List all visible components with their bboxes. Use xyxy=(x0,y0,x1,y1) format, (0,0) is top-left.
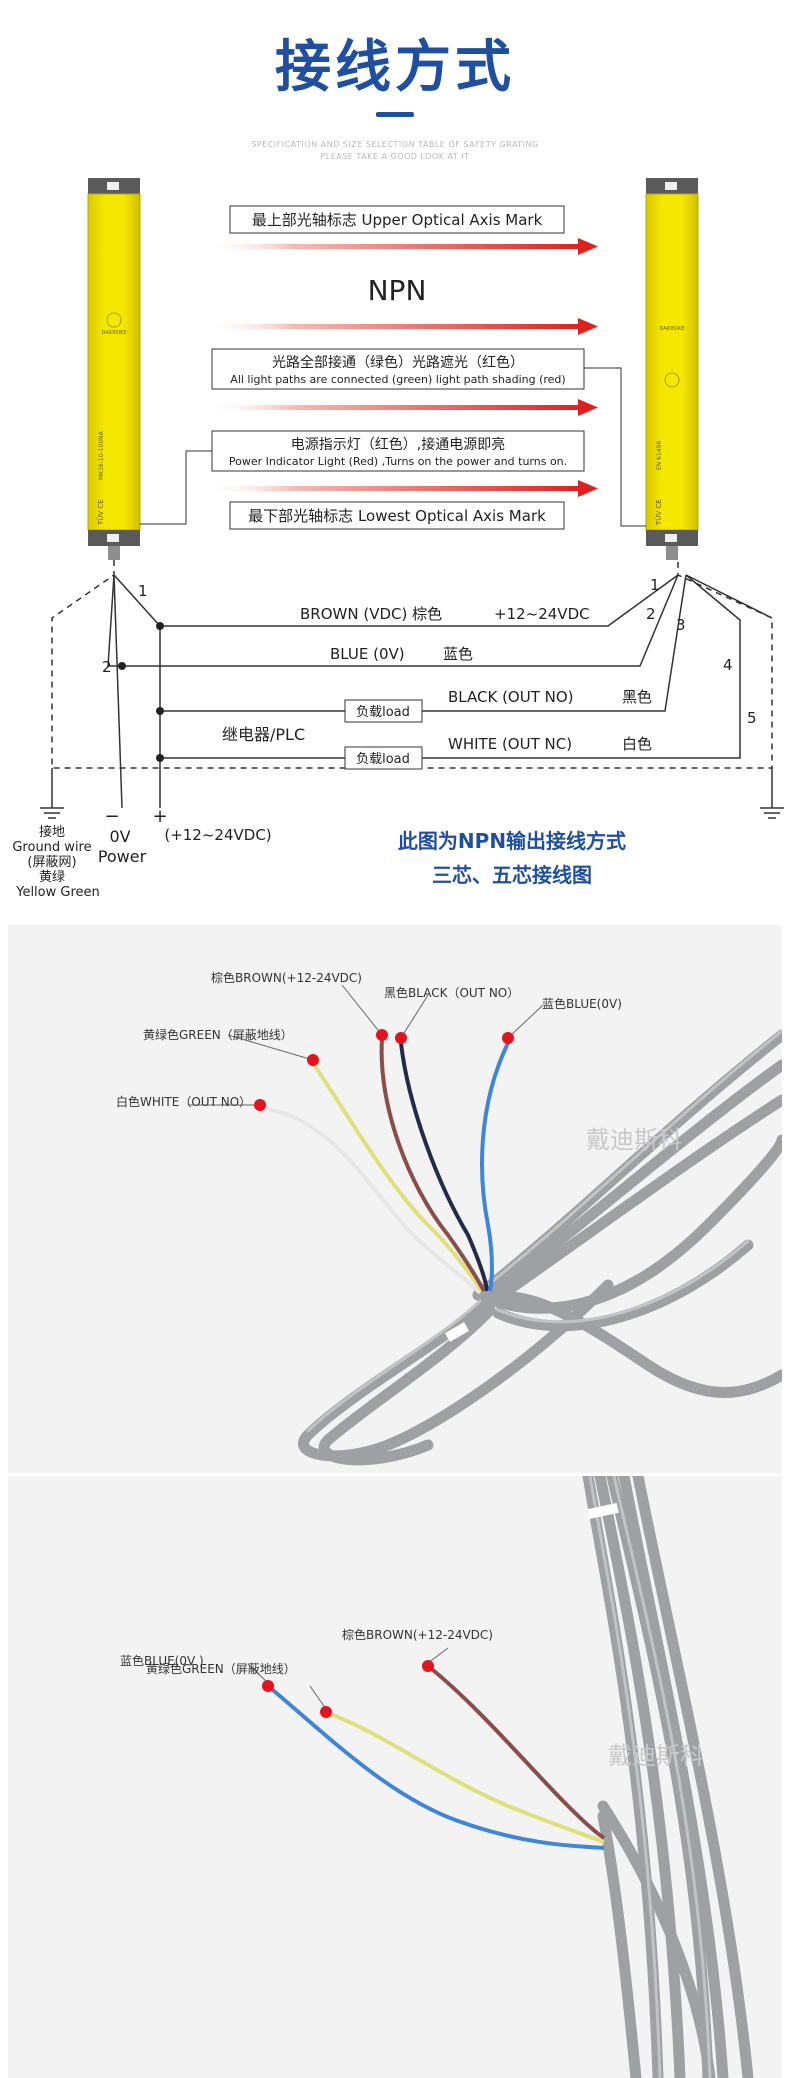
lowest-mark-box: 最下部光轴标志 Lowest Optical Axis Mark xyxy=(229,501,565,530)
left-wire-num-2: 2 xyxy=(102,658,112,676)
right-sensor-brand: DAIDISIKE xyxy=(659,326,684,332)
photo2-blue-label: 蓝色BLUE(0V ) xyxy=(120,1654,204,1668)
right-sensor-marks: TÜV CE xyxy=(654,499,663,526)
arrow-1 xyxy=(200,238,598,255)
title-underline xyxy=(376,112,414,117)
plus-label: + xyxy=(152,806,167,827)
arrow-3 xyxy=(200,399,598,416)
left-sensor: DAIDISIKE MK16-10-100NA TÜV CE xyxy=(87,178,141,560)
page-title: 接线方式 xyxy=(275,35,515,100)
arrow-4 xyxy=(200,480,598,497)
photo2-brown-label: 棕色BROWN(+12-24VDC) xyxy=(342,1628,493,1642)
right-sensor: DAIDISIKE EN 61496 TÜV CE xyxy=(645,178,699,560)
light-arrows xyxy=(200,238,598,497)
shield-cn: (屏蔽网) xyxy=(27,855,76,870)
plus-range-label: (+12~24VDC) xyxy=(164,826,271,844)
light-path-leader xyxy=(584,367,646,527)
power-indicator-cn: 电源指示灯（红色）,接通电源即亮 xyxy=(291,436,505,453)
gray-cable-bundle-2 xyxy=(582,1476,754,2078)
ground-cn: 接地 xyxy=(39,824,65,840)
caption-line-2: 三芯、五芯接线图 xyxy=(432,863,592,887)
brown-wire-label: BROWN (VDC) 棕色 xyxy=(300,605,442,623)
upper-mark-box: 最上部光轴标志 Upper Optical Axis Mark xyxy=(229,205,565,234)
wire-markers xyxy=(254,1029,514,1111)
power-indicator-box: 电源指示灯（红色）,接通电源即亮 Power Indicator Light (… xyxy=(211,430,585,472)
five-core-cable-illustration xyxy=(8,925,782,1473)
wire-markers-2 xyxy=(262,1660,434,1718)
load-label-2: 负载load xyxy=(356,752,410,767)
npn-label: NPN xyxy=(368,274,427,307)
ground-symbol-right xyxy=(760,768,784,819)
light-path-en: All light paths are connected (green) li… xyxy=(230,373,565,386)
five-core-cable-photo: 棕色BROWN(+12-24VDC) 黑色BLACK（OUT NO） 蓝色BLU… xyxy=(8,925,782,1473)
photo1-green-label: 黄绿色GREEN（屏蔽地线） xyxy=(143,1028,293,1042)
brown-voltage-label: +12~24VDC xyxy=(494,605,590,623)
minus-label: − xyxy=(104,806,119,827)
photo1-watermark: 戴迪斯科 xyxy=(586,1126,682,1154)
load-box-2: 负载load xyxy=(344,746,423,770)
power-indicator-en: Power Indicator Light (Red) ,Turns on th… xyxy=(229,455,567,468)
power-indicator-leader xyxy=(140,450,212,525)
wiring-diagram: DAIDISIKE MK16-10-100NA TÜV CE DAIDISIKE… xyxy=(12,178,784,900)
signal-wires xyxy=(122,574,773,759)
relay-plc-label: 继电器/PLC xyxy=(222,725,305,744)
three-core-cable-illustration xyxy=(8,1476,782,2078)
left-sensor-marks: TÜV CE xyxy=(96,499,105,526)
left-wire-num-1: 1 xyxy=(138,582,148,600)
white-wire-cn: 白色 xyxy=(622,735,652,753)
blue-wire-label: BLUE (0V) xyxy=(330,645,405,663)
right-wire-num-5: 5 xyxy=(747,709,757,727)
ground-en: Ground wire xyxy=(12,840,91,855)
photo2-watermark: 戴迪斯科 xyxy=(608,1742,704,1770)
right-wire-num-4: 4 xyxy=(723,656,733,674)
photo1-brown-label: 棕色BROWN(+12-24VDC) xyxy=(211,971,362,985)
upper-mark-label: 最上部光轴标志 Upper Optical Axis Mark xyxy=(252,211,543,229)
photo1-black-label: 黑色BLACK（OUT NO） xyxy=(384,986,520,1000)
yellow-green-cn: 黄绿 xyxy=(39,870,65,885)
gray-cable-bundle xyxy=(298,1029,782,1466)
right-wire-num-2: 2 xyxy=(646,605,656,623)
header-subtitle-1: SPECIFICATION AND SIZE SELECTION TABLE O… xyxy=(251,140,539,149)
black-wire-label: BLACK (OUT NO) xyxy=(448,688,574,706)
light-path-box: 光路全部接通（绿色）光路遮光（红色） All light paths are c… xyxy=(211,348,585,390)
photo2-green-label: 黄绿色GREEN（屏蔽地线） xyxy=(146,1662,296,1676)
light-path-cn: 光路全部接通（绿色）光路遮光（红色） xyxy=(272,354,524,371)
lowest-mark-label: 最下部光轴标志 Lowest Optical Axis Mark xyxy=(248,507,546,525)
right-sensor-side: EN 61496 xyxy=(656,441,663,470)
header-subtitle-2: PLEASE TAKE A GOOD LOOK AT IT xyxy=(320,152,470,161)
right-wire-num-3: 3 xyxy=(676,616,686,634)
arrow-2 xyxy=(200,318,598,335)
photo1-white-label: 白色WHITE（OUT NO） xyxy=(116,1095,252,1109)
left-sensor-model: MK16-10-100NA xyxy=(98,430,105,480)
caption-line-1: 此图为NPN输出接线方式 xyxy=(398,829,626,853)
left-wiring xyxy=(51,560,773,809)
zero-v-label: 0V xyxy=(109,827,130,846)
power-label: Power xyxy=(98,847,147,866)
load-box-1: 负载load xyxy=(344,699,423,723)
right-wire-num-1: 1 xyxy=(650,576,660,594)
three-core-cable-photo: 棕色BROWN(+12-24VDC) 黄绿色GREEN（屏蔽地线） 蓝色BLUE… xyxy=(8,1476,782,2078)
yellow-green-en: Yellow Green xyxy=(15,885,100,900)
left-sensor-brand: DAIDISIKE xyxy=(101,330,126,336)
photo1-blue-label: 蓝色BLUE(0V) xyxy=(542,997,622,1011)
black-wire-cn: 黑色 xyxy=(622,688,652,706)
load-label-1: 负载load xyxy=(356,705,410,720)
blue-wire-cn: 蓝色 xyxy=(443,645,473,663)
white-wire-label: WHITE (OUT NC) xyxy=(448,735,572,753)
ground-symbol-left xyxy=(40,807,64,819)
